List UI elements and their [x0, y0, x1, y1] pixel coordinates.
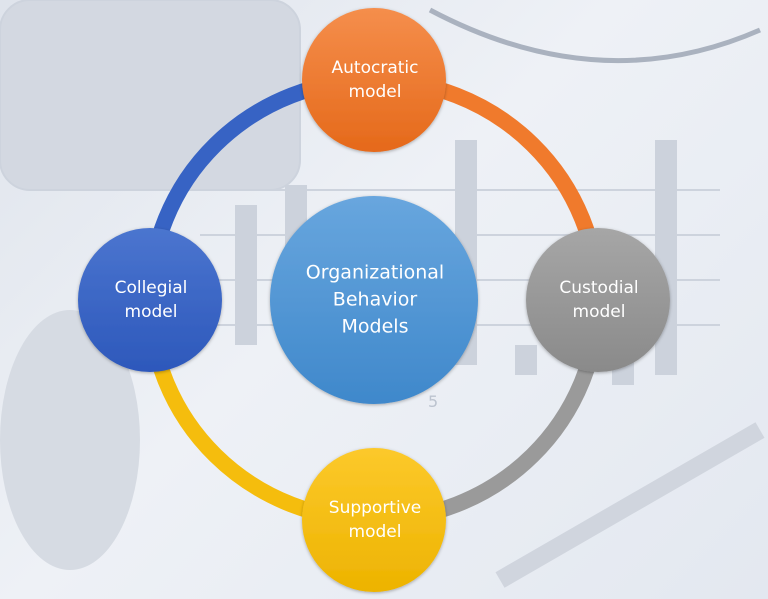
- node-supportive: [302, 448, 446, 592]
- collegial-label: Collegial model: [114, 278, 188, 322]
- node-custodial: [526, 228, 670, 372]
- center-circle: [270, 196, 478, 404]
- autocratic-label: Autocratic model: [331, 58, 419, 102]
- center-label: Organizational Behavior Models: [305, 261, 445, 338]
- custodial-label: Custodial model: [559, 278, 639, 322]
- node-autocratic: [302, 8, 446, 152]
- background-number: 5: [428, 392, 439, 411]
- supportive-label: Supportive model: [328, 498, 422, 542]
- node-collegial: [78, 228, 222, 372]
